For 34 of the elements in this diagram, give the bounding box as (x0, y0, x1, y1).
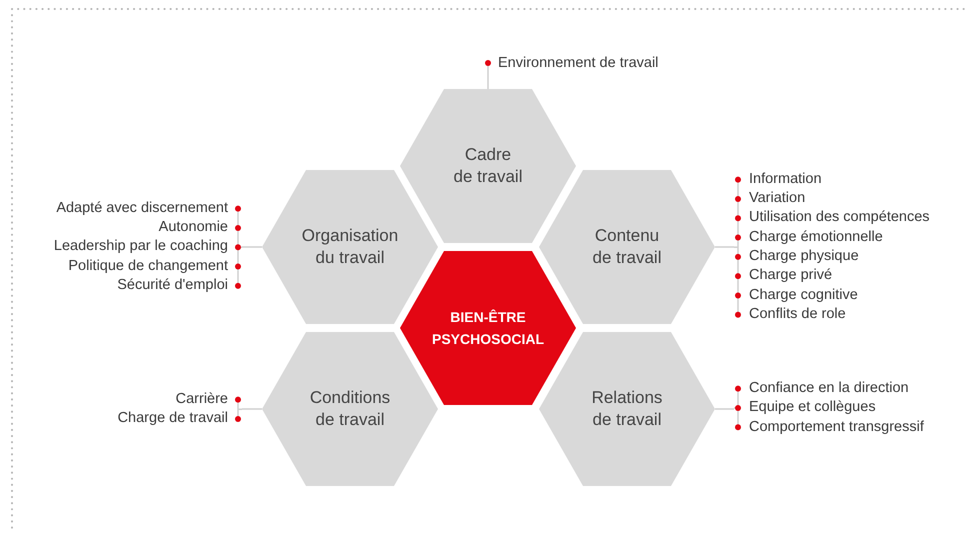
list-item: Adapté avec discernement (56, 198, 228, 218)
connector-line (242, 408, 262, 410)
list-item: Sécurité d'emploi (117, 276, 228, 295)
list-item: Environnement de travail (498, 54, 658, 72)
list-item: Politique de changement (68, 256, 228, 276)
hexagon-label: Cadre de travail (454, 144, 522, 188)
list-item: Equipe et collègues (749, 398, 876, 418)
hexagon-label: BIEN-ÊTRE PSYCHOSOCIAL (432, 308, 544, 349)
hexagon-label: Contenu de travail (592, 225, 662, 269)
list-item: Charge émotionnelle (749, 228, 883, 247)
center-hexagon (400, 251, 576, 405)
hexagon (262, 170, 438, 324)
list-item: Confiance en la direction (749, 379, 909, 398)
list-item: Comportement transgressif (749, 418, 924, 437)
connector-line (715, 408, 734, 410)
list-item: Information (749, 170, 822, 189)
list-item: Conflits de role (749, 304, 846, 324)
hexagon (400, 89, 576, 243)
list-item: Charge privé (749, 266, 832, 286)
list-item: Variation (749, 189, 806, 208)
hexagon-label: Relations de travail (592, 387, 662, 431)
list-item: Autonomie (158, 218, 228, 238)
list-item: Leadership par le coaching (54, 237, 228, 256)
hexagon (539, 170, 715, 324)
connector-line (715, 246, 734, 248)
hexagon-label: Conditions de travail (310, 387, 390, 431)
connector-line (487, 73, 489, 89)
list-item: Carrière (176, 390, 228, 409)
connector-line (242, 246, 262, 248)
list-item: Charge cognitive (749, 286, 858, 305)
list-item: Charge physique (749, 246, 859, 266)
list-item: Charge de travail (118, 408, 228, 428)
hexagon-label: Organisation du travail (302, 225, 398, 269)
list-item: Utilisation des compétences (749, 208, 930, 228)
